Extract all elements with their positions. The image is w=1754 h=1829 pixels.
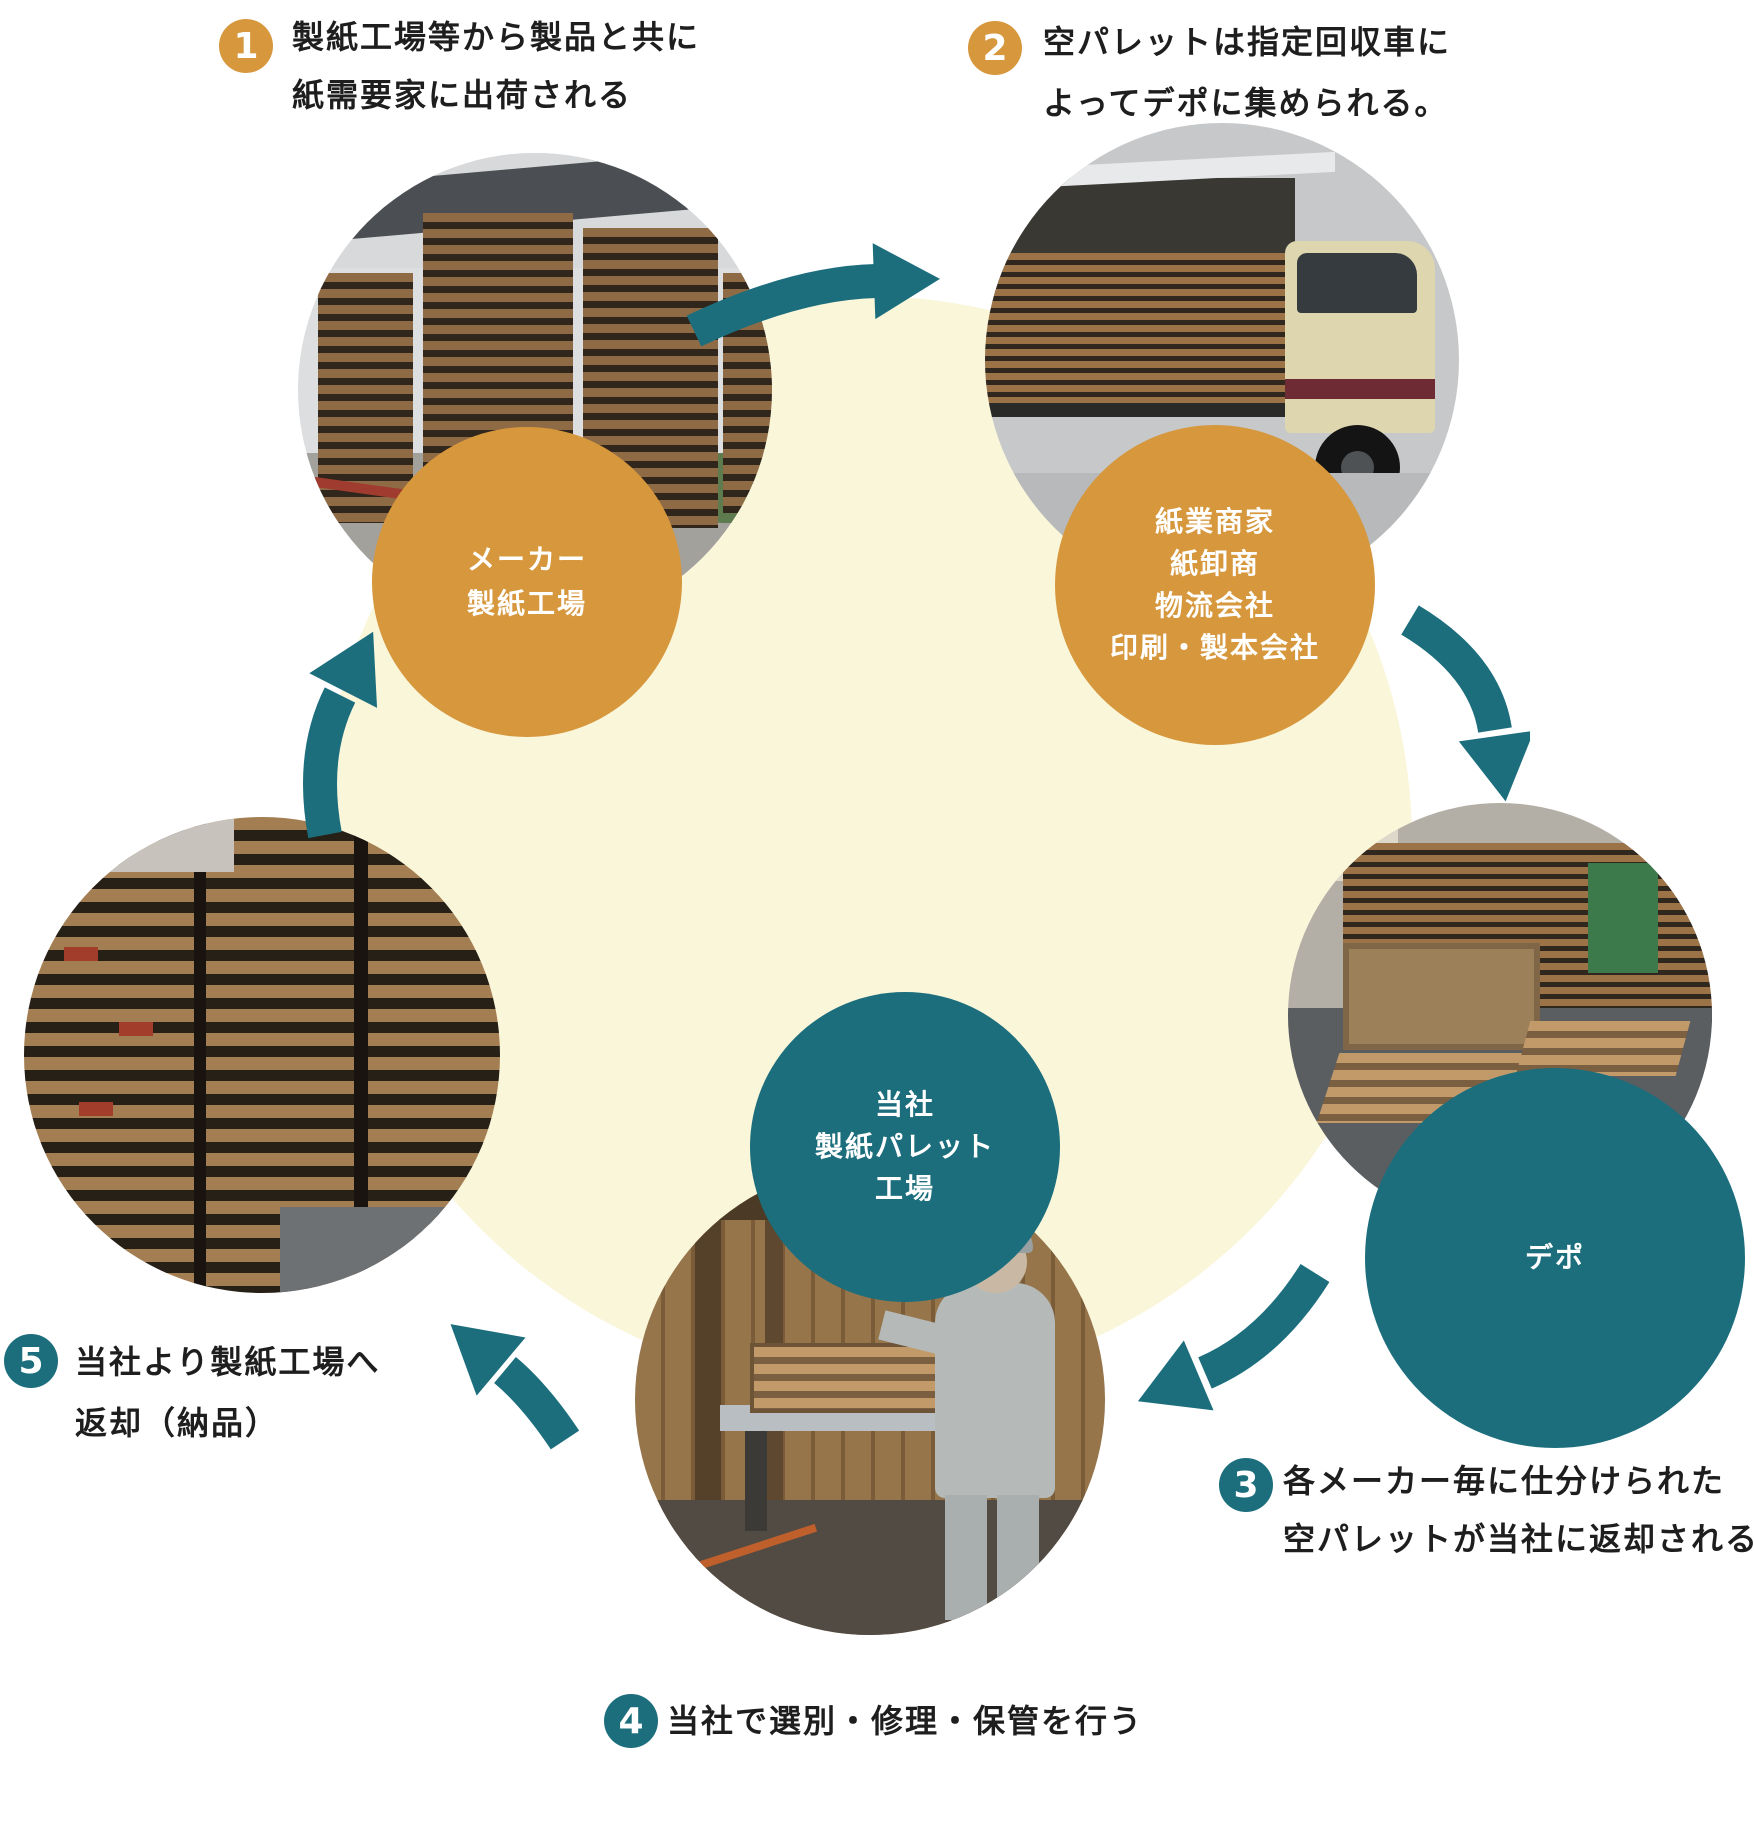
step-2-caption: 空パレットは指定回収車に よってデポに集められる。 xyxy=(1043,12,1451,134)
green-bin xyxy=(1588,863,1658,973)
step-5-caption: 当社より製紙工場へ 返却（納品） xyxy=(75,1332,380,1454)
wall-top xyxy=(24,817,234,872)
arrow-depot-to-factory xyxy=(1137,1263,1330,1411)
arrow-return-to-maker xyxy=(303,631,378,839)
node-label-line: 物流会社 xyxy=(1154,589,1275,622)
caption-line: 当社で選別・修理・保管を行う xyxy=(667,1702,1144,1740)
step-3-badge: 3 xyxy=(1219,1458,1273,1512)
caption-line: 返却（納品） xyxy=(75,1404,280,1442)
floor-corner xyxy=(280,1207,500,1293)
step-4-badge: 4 xyxy=(604,1694,658,1748)
step-4-caption: 当社で選別・修理・保管を行う xyxy=(667,1695,1143,1747)
node-label-line: 当社 xyxy=(874,1088,935,1121)
node-label-line: メーカー xyxy=(466,543,587,576)
node-depot: デポ xyxy=(1365,1068,1745,1448)
arrow-step2-to-depot xyxy=(1401,605,1530,802)
worker-leg xyxy=(997,1495,1039,1620)
caption-line: 各メーカー毎に仕分けられた xyxy=(1283,1462,1726,1500)
cab-window xyxy=(1297,253,1417,313)
red-label xyxy=(79,1102,113,1116)
step-number: 4 xyxy=(618,1700,644,1742)
work-table-legs xyxy=(745,1431,767,1531)
node-label-line: 製紙工場 xyxy=(466,587,587,620)
caption-line: 空パレットは指定回収車に xyxy=(1043,23,1452,61)
cab-stripe xyxy=(1285,379,1435,399)
node-label-line: デポ xyxy=(1524,1241,1585,1274)
step-number: 1 xyxy=(233,25,259,67)
wooden-crate xyxy=(1343,943,1540,1050)
worker-body xyxy=(935,1283,1055,1498)
step-number: 5 xyxy=(18,1340,44,1382)
arrow-step1-to-step2 xyxy=(686,243,940,347)
photo-tall-pallet-stacks xyxy=(24,817,500,1293)
truck-bed xyxy=(985,403,1325,417)
step-2-badge: 2 xyxy=(968,21,1022,75)
step-number: 2 xyxy=(982,27,1008,69)
caption-line: 当社より製紙工場へ xyxy=(75,1343,381,1381)
node-label-line: 工場 xyxy=(874,1172,935,1205)
node-paper-merchants: 紙業商家 紙卸商 物流会社 印刷・製本会社 xyxy=(1055,425,1375,745)
caption-line: 紙需要家に出荷される xyxy=(292,76,633,114)
stack-gap xyxy=(194,817,206,1293)
node-label-line: 紙卸商 xyxy=(1169,547,1260,580)
step-5-badge: 5 xyxy=(4,1334,58,1388)
step-number: 3 xyxy=(1233,1464,1259,1506)
red-label xyxy=(64,947,98,961)
red-label xyxy=(119,1022,153,1036)
worker-leg xyxy=(945,1495,987,1620)
node-label-line: 製紙パレット xyxy=(814,1130,995,1163)
node-label-line: 紙業商家 xyxy=(1154,505,1275,538)
node-label-line: 印刷・製本会社 xyxy=(1109,631,1320,664)
step-1-caption: 製紙工場等から製品と共に 紙需要家に出荷される xyxy=(292,8,700,124)
caption-line: 空パレットが当社に返却される xyxy=(1283,1520,1754,1558)
caption-line: よってデポに集められる。 xyxy=(1043,84,1449,122)
node-maker-paper-mill: メーカー 製紙工場 xyxy=(372,427,682,737)
step-1-badge: 1 xyxy=(219,19,273,73)
caption-line: 製紙工場等から製品と共に xyxy=(292,18,701,56)
arrow-factory-to-return xyxy=(450,1324,580,1450)
node-our-pallet-factory: 当社 製紙パレット 工場 xyxy=(750,992,1060,1302)
pallets-on-truck xyxy=(985,253,1315,403)
step-3-caption: 各メーカー毎に仕分けられた 空パレットが当社に返却される xyxy=(1283,1452,1754,1568)
stack-gap xyxy=(354,817,368,1293)
